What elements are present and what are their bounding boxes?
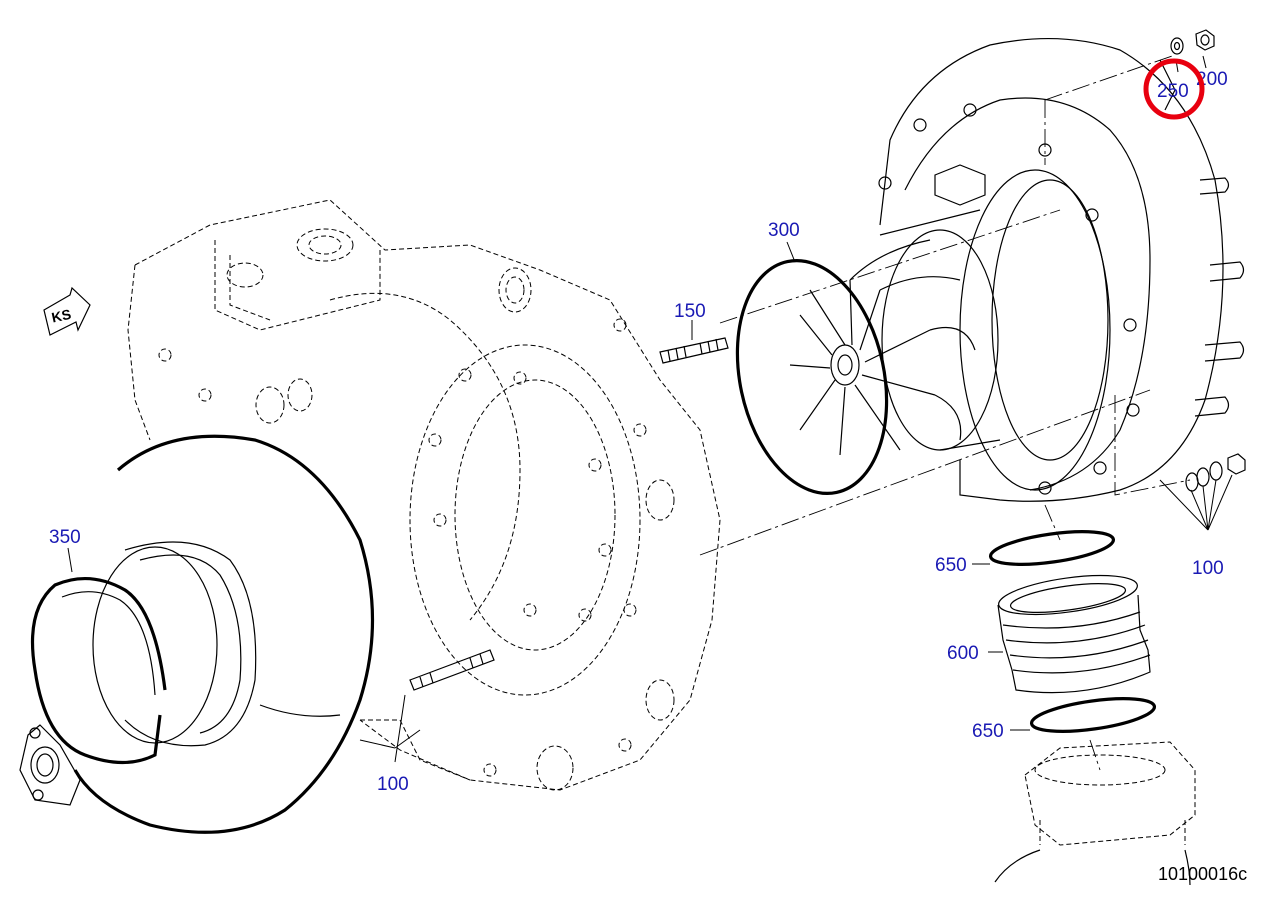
- washer-and-nut-250-200: [1170, 29, 1215, 55]
- callout-300[interactable]: 300: [768, 220, 800, 241]
- clamp-ring-350: [30, 576, 167, 765]
- callout-600[interactable]: 600: [947, 643, 979, 664]
- callout-labels: 250 200 300 150 350 650 600 650 100 100: [49, 69, 1228, 795]
- turbo-main-housing: [878, 37, 1245, 502]
- o-ring-650-top: [988, 530, 1116, 566]
- callout-350[interactable]: 350: [49, 527, 81, 548]
- washer-set-100: [1185, 453, 1246, 492]
- ks-symbol-label: KS: [50, 306, 72, 326]
- stud-bolt-150: [659, 337, 729, 364]
- callout-100-right[interactable]: 100: [1192, 558, 1224, 579]
- callout-650-top[interactable]: 650: [935, 555, 967, 576]
- sleeve-600: [997, 574, 1151, 694]
- center-lines: [699, 54, 1191, 771]
- callout-150[interactable]: 150: [674, 301, 706, 322]
- turbine-housing: [19, 434, 375, 834]
- o-ring-650-bottom: [1029, 697, 1157, 733]
- ks-direction-arrow-icon: KS: [43, 286, 91, 336]
- callout-650-bottom[interactable]: 650: [972, 721, 1004, 742]
- stud-bolt-lower: [409, 649, 495, 691]
- callout-100-bottom[interactable]: 100: [377, 774, 409, 795]
- pipe-stub-dashed: [994, 741, 1196, 886]
- compressor-wheel: [735, 209, 1001, 495]
- leader-lines: [67, 55, 1233, 763]
- highlight-circle: [1143, 58, 1205, 120]
- callout-250[interactable]: 250: [1157, 81, 1189, 102]
- document-number: 10100016c: [1158, 864, 1247, 884]
- gearbox-housing-dashed: [127, 199, 721, 791]
